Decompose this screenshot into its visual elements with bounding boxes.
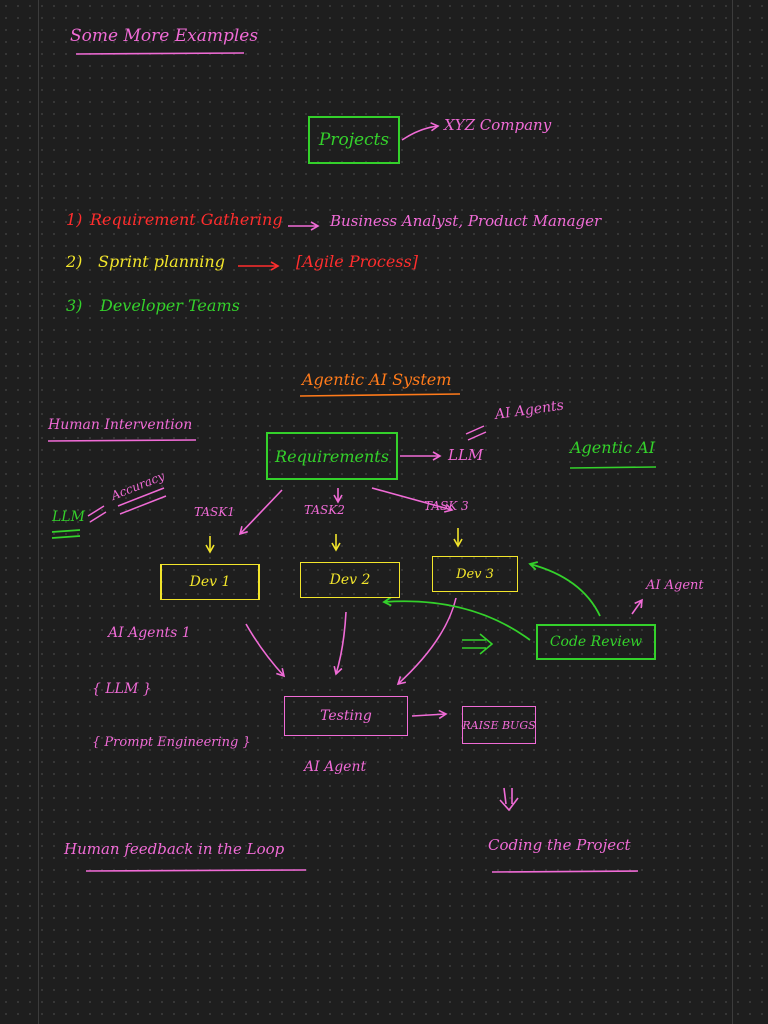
task-2-label: TASK2: [304, 503, 345, 517]
projects-to-company-arrow: [401, 122, 440, 141]
system-title: Agentic AI System: [302, 370, 452, 389]
dev2-to-testing-arrow: [333, 611, 347, 676]
list-num-2: 2): [66, 252, 83, 271]
raise-bugs-box: RAISE BUGS: [462, 706, 536, 744]
ai-agent-side-label: AI Agent: [646, 578, 704, 593]
dev-3-label: Dev 3: [456, 566, 494, 582]
list-num-3: 3): [66, 296, 83, 315]
code-review-box: Code Review: [536, 624, 656, 660]
requirements-label: Requirements: [275, 446, 389, 466]
llm-brace-label: { LLM }: [92, 681, 152, 697]
agentic-ai-label: Agentic AI: [570, 438, 656, 457]
list-item-sprint-planning: Sprint planning: [98, 252, 225, 271]
coding-project-underline: [491, 870, 639, 873]
task-3-label: TASK 3: [424, 499, 469, 513]
list-item-requirement-gathering: Requirement Gathering: [90, 210, 283, 229]
human-feedback-label: Human feedback in the Loop: [64, 840, 285, 858]
dev-3-box: Dev 3: [432, 556, 518, 592]
human-feedback-underline: [85, 869, 307, 872]
testing-box: Testing: [284, 696, 408, 736]
list-target-analyst: Business Analyst, Product Manager: [330, 212, 602, 230]
dev-1-box: Dev 1: [160, 564, 260, 600]
left-page-border: [38, 0, 39, 1024]
requirements-box: Requirements: [266, 432, 398, 480]
dev3-to-testing-arrow: [396, 597, 457, 686]
list-num-1: 1): [66, 210, 83, 229]
raise-bugs-label: RAISE BUGS: [462, 718, 536, 732]
code-review-implies: [462, 633, 494, 655]
llm-double-underline: [51, 529, 81, 539]
company-label: XYZ Company: [444, 116, 552, 134]
llm-to-ai-agents-implies: [465, 425, 487, 441]
llm-right-label: LLM: [448, 446, 484, 464]
system-title-underline: [299, 393, 461, 397]
right-page-border: [732, 0, 733, 1024]
page-heading: Some More Examples: [70, 26, 259, 46]
dev-1-label: Dev 1: [189, 574, 231, 590]
code-review-label: Code Review: [549, 634, 643, 650]
list-item-developer-teams: Developer Teams: [100, 296, 240, 315]
code-review-to-dev2-arrow: [382, 596, 531, 641]
human-intervention-label: Human Intervention: [48, 417, 193, 433]
llm-left-implies: [87, 505, 107, 523]
heading-underline: [75, 52, 245, 55]
agentic-ai-underline: [569, 466, 657, 469]
code-review-to-ai-agent-arrow: [631, 598, 643, 615]
projects-box: Projects: [308, 116, 400, 164]
req-to-task1-arrow: [238, 489, 283, 536]
list-target-agile: [Agile Process]: [296, 252, 418, 271]
ai-agent-bottom-label: AI Agent: [304, 759, 367, 775]
testing-to-bugs-arrow: [411, 709, 448, 720]
task-1-label: TASK1: [194, 505, 235, 519]
testing-label: Testing: [320, 708, 372, 724]
coding-project-label: Coding the Project: [488, 836, 631, 854]
dev1-to-testing-arrow: [245, 623, 286, 678]
dev-2-box: Dev 2: [300, 562, 400, 598]
llm-left-label: LLM: [52, 509, 85, 525]
prompt-engineering-label: { Prompt Engineering }: [92, 735, 251, 750]
code-review-to-dev3-arrow: [528, 561, 601, 617]
bugs-to-coding-implies: [499, 787, 519, 812]
human-intervention-underline: [47, 439, 197, 442]
req-to-task3-arrow: [371, 487, 454, 513]
accuracy-double-underline: [117, 487, 167, 515]
dev-2-label: Dev 2: [329, 572, 371, 588]
projects-label: Projects: [318, 130, 390, 150]
ai-agents-1-label: AI Agents 1: [108, 625, 191, 641]
